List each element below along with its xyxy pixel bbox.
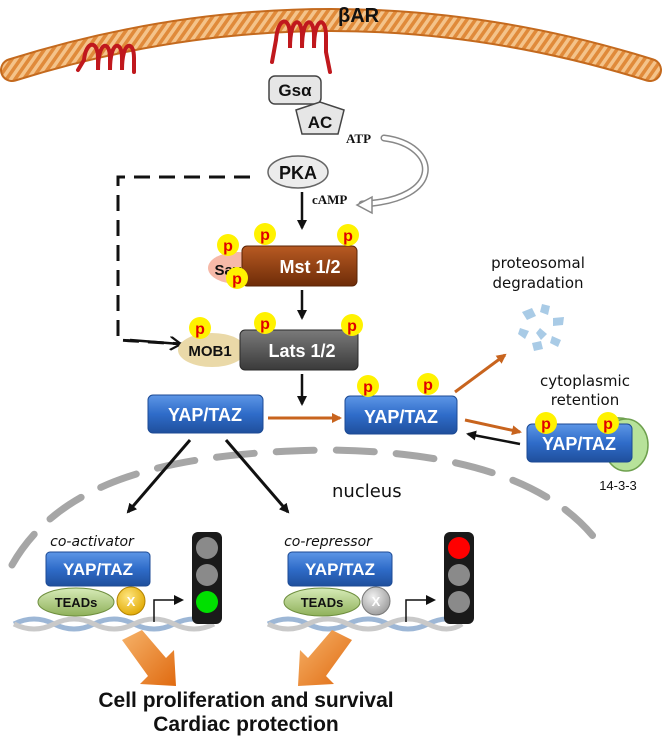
- pka-mob1-arrowhead: [129, 340, 180, 344]
- lats-p2-label: p: [260, 316, 270, 333]
- mob1-label: MOB1: [188, 343, 231, 360]
- yap-p1-label: p: [363, 379, 373, 396]
- yap-phospho-label: YAP/TAZ: [364, 407, 438, 427]
- factor-x-active-label: X: [127, 594, 136, 609]
- dna-right: [266, 616, 464, 632]
- degradation-arrow: [454, 353, 507, 394]
- mob1-node: [178, 333, 246, 367]
- pka-label: PKA: [279, 163, 317, 183]
- light-right-red: [448, 537, 470, 559]
- pka-node: [267, 155, 329, 189]
- teads-right: [283, 587, 361, 617]
- yap-coactivator-box: [45, 551, 151, 587]
- outcome-line-1: Cell proliferation and survival: [98, 689, 393, 712]
- yap-corepressor-box: [287, 551, 393, 587]
- mst-box: [241, 245, 358, 287]
- coactivator-label: co-activator: [50, 534, 135, 550]
- lats-p3-label: p: [347, 318, 357, 335]
- cytoplasmic-label-2: retention: [551, 391, 619, 409]
- yap-main-box: [147, 394, 264, 434]
- mst-label: Mst 1/2: [279, 257, 340, 277]
- cytoplasmic-label-1: cytoplasmic: [540, 372, 630, 390]
- lats-phospho-3: p: [341, 314, 363, 336]
- teads-right-label: TEADs: [301, 595, 344, 610]
- ac-label: AC: [308, 113, 333, 132]
- yap-coactivator-arrow: [126, 439, 192, 514]
- gsa-label: Gsα: [278, 81, 312, 100]
- teads-left: [37, 587, 115, 617]
- outcome-arrow-right: [298, 630, 352, 686]
- yap-phospho-p1: p: [357, 375, 379, 397]
- yap-retained-label: YAP/TAZ: [542, 434, 616, 454]
- teads-left-label: TEADs: [55, 595, 98, 610]
- receptor-left: [76, 42, 136, 74]
- light-left-green: [196, 591, 218, 613]
- yap-phospho-box: [344, 395, 458, 435]
- atp-label: ATP: [346, 131, 371, 146]
- lats-label: Lats 1/2: [268, 341, 335, 361]
- lats-box: [239, 329, 359, 371]
- yap-main-label: YAP/TAZ: [168, 405, 242, 425]
- light-left-middle: [196, 564, 218, 586]
- lats-phospho-2: p: [254, 312, 276, 334]
- proteosomal-label-1: proteosomal: [491, 254, 585, 272]
- ac-shape: [295, 101, 345, 135]
- transcription-start-right: [405, 595, 436, 622]
- atp-camp-arrowhead: [355, 195, 373, 215]
- lats-p1-label: p: [195, 321, 205, 338]
- light-left-top: [196, 537, 218, 559]
- mst-p1-label: p: [223, 238, 233, 255]
- yap-retained-p2-label: p: [603, 416, 613, 433]
- factor-x-repressed: [361, 586, 391, 616]
- mst-p2-label: p: [232, 271, 242, 288]
- atp-camp-arrow-inner: [360, 136, 428, 206]
- light-right-bottom: [448, 591, 470, 613]
- yap-retained-p1: p: [535, 412, 557, 434]
- mst-p4-label: p: [343, 228, 353, 245]
- yap-retained-p2: p: [597, 412, 619, 434]
- receptor-right: [270, 19, 332, 74]
- mst-phospho-4: p: [337, 224, 359, 246]
- dna-left: [12, 616, 216, 632]
- yap-corepressor-arrow: [224, 439, 290, 514]
- mst-phospho-3: p: [254, 223, 276, 245]
- light-right-middle: [448, 564, 470, 586]
- outcome-arrow-left: [122, 630, 176, 686]
- factor-x-active: [116, 586, 146, 616]
- mst-phospho-2: p: [226, 267, 248, 289]
- corepressor-label: co-repressor: [284, 534, 373, 550]
- mst-p3-label: p: [260, 227, 270, 244]
- transcription-start-left: [153, 595, 184, 622]
- receptor-label: βAR: [338, 5, 380, 27]
- factor-x-repressed-label: X: [372, 594, 381, 609]
- mst-phospho-1: p: [217, 234, 239, 256]
- nuclear-envelope: [8, 446, 604, 569]
- yap-phospho-p2: p: [417, 373, 439, 395]
- proteosomal-label-2: degradation: [492, 274, 583, 292]
- atp-camp-arrow-outer: [358, 134, 429, 208]
- degradation-fragments: [518, 304, 564, 351]
- yap-p2-label: p: [423, 377, 433, 394]
- outcome-line-2: Cardiac protection: [153, 713, 339, 736]
- yap-corepressor-label: YAP/TAZ: [305, 560, 375, 579]
- lats-phospho-1: p: [189, 317, 211, 339]
- protein-14-3-3-label: 14-3-3: [599, 478, 637, 493]
- retention-return-arrow: [466, 430, 521, 446]
- retention-arrow: [464, 418, 522, 436]
- yap-coactivator-label: YAP/TAZ: [63, 560, 133, 579]
- camp-label: cAMP: [312, 192, 347, 207]
- gsa-box: [268, 75, 322, 105]
- nucleus-label: nucleus: [332, 481, 402, 502]
- yap-retained-p1-label: p: [541, 416, 551, 433]
